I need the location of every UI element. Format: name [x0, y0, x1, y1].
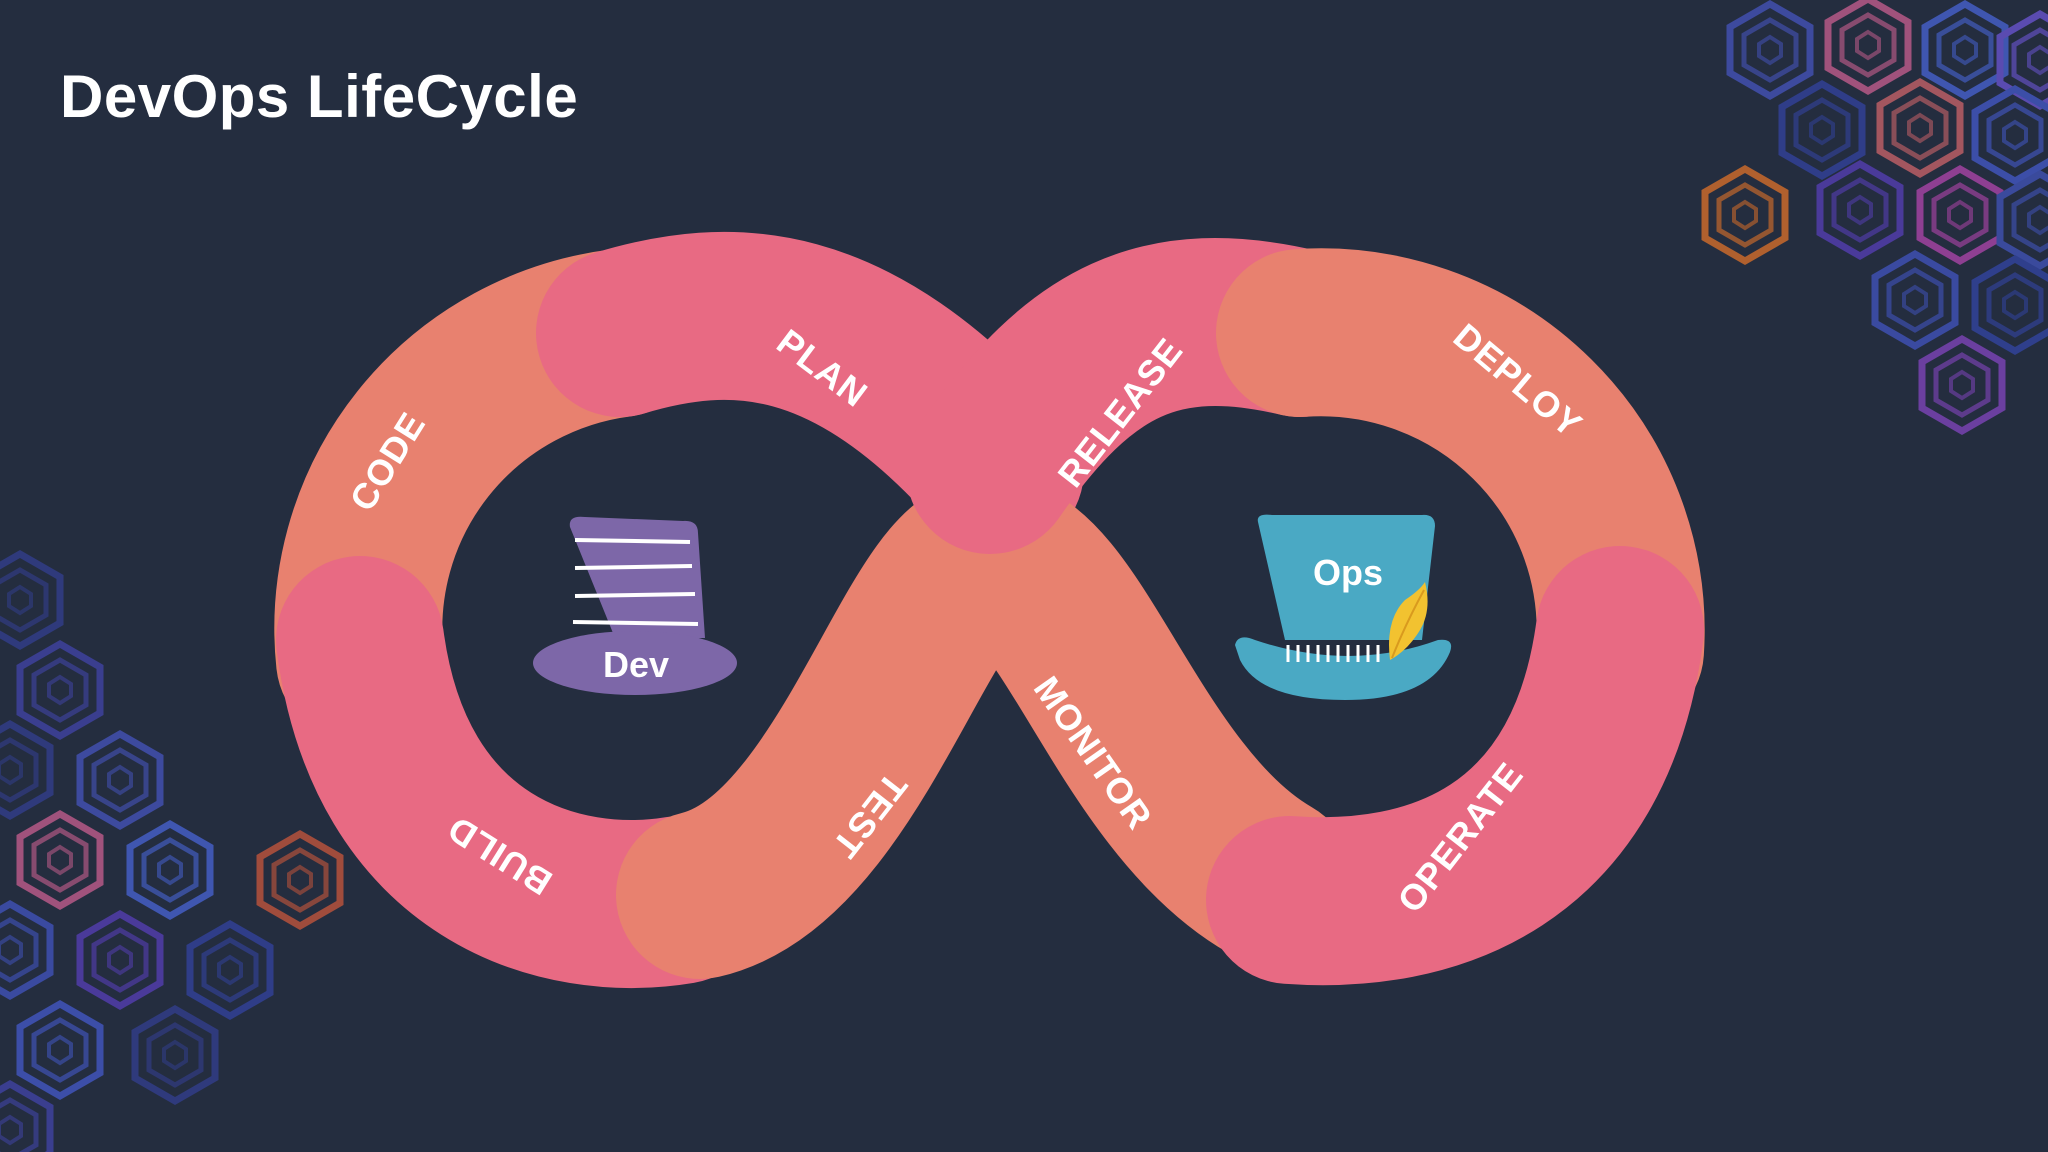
segment-test-monitor: [616, 475, 1354, 979]
dev-hat-label: Dev: [603, 644, 669, 685]
feather-icon: [1389, 582, 1428, 660]
ops-hat-label: Ops: [1313, 552, 1383, 593]
slide-title: DevOps LifeCycle: [60, 63, 579, 130]
dev-hat-icon: Dev: [533, 516, 737, 695]
segment-operate: [1206, 546, 1704, 986]
infinity-loop: [274, 231, 1705, 988]
hexagon-pattern-top-right: [1705, 0, 2048, 431]
ops-hat-icon: Ops: [1235, 514, 1452, 700]
